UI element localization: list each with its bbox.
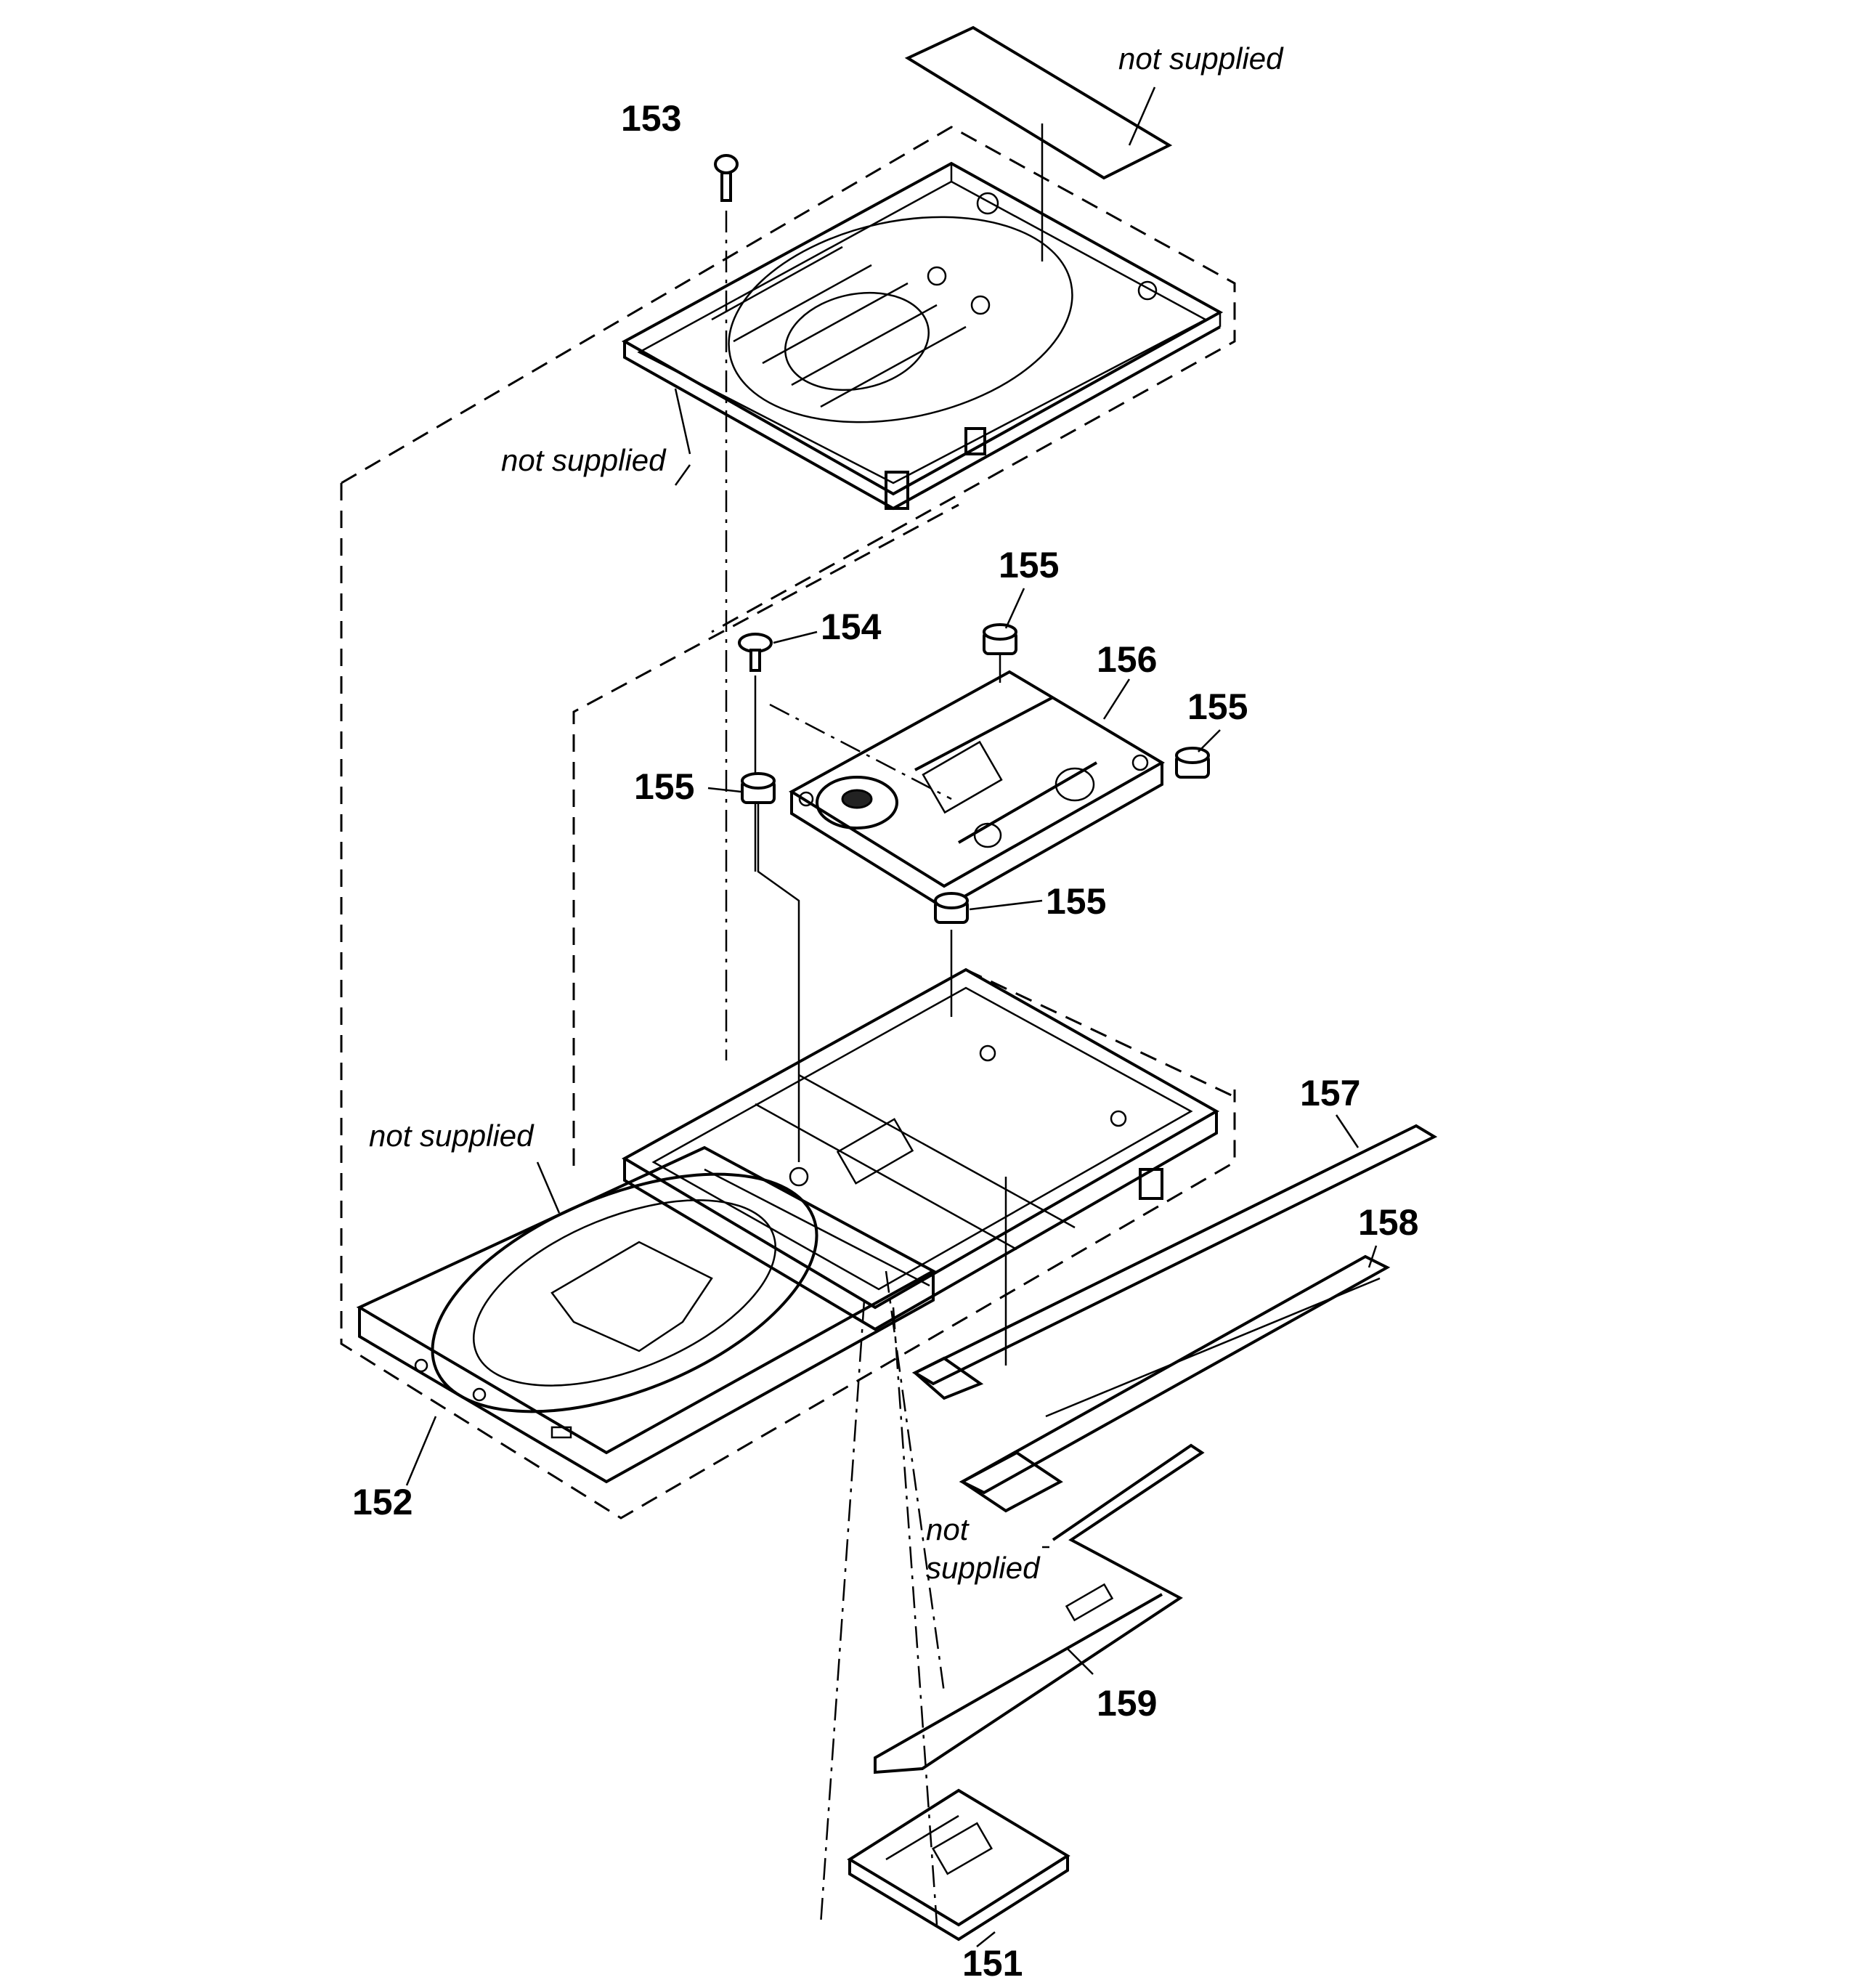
optical-mechanism-156 (789, 670, 1165, 910)
leader-155-top (1004, 588, 1025, 629)
flat-cable-157 (911, 1124, 1438, 1400)
flat-cable-158 (959, 1254, 1391, 1513)
callout-159: 159 (1097, 1683, 1157, 1724)
leader-159 (1067, 1648, 1094, 1675)
mechanism-outline-right (965, 968, 1235, 1098)
mechanism-outline (572, 503, 959, 1166)
not-supplied-top-cover: not supplied (501, 443, 667, 477)
damper-155-right (1175, 747, 1210, 779)
callout-155-right: 155 (1187, 686, 1248, 727)
not-supplied-cable-line1: not (926, 1512, 970, 1546)
callout-157: 157 (1300, 1073, 1360, 1113)
leader-155-bottom (969, 899, 1043, 911)
callout-152: 152 (352, 1482, 413, 1522)
callout-153: 153 (621, 98, 681, 139)
leader-cover-label (674, 464, 691, 486)
assembly-outline-left (340, 483, 1236, 1520)
screw-154 (738, 633, 952, 872)
screw-153 (714, 154, 739, 1060)
callout-156: 156 (1097, 639, 1157, 680)
leader-tray-label (536, 1161, 561, 1214)
leader-158 (1368, 1245, 1378, 1268)
callout-158: 158 (1358, 1202, 1418, 1243)
label-plate (904, 25, 1173, 261)
leader-157 (1335, 1114, 1360, 1148)
callout-155-left: 155 (634, 766, 694, 807)
leader-151 (976, 1931, 996, 1947)
not-supplied-label-plate: not supplied (1118, 41, 1284, 76)
damper-155-bottom (934, 892, 969, 1017)
leader-151-c (885, 1270, 946, 1693)
leader-151-a (819, 1299, 866, 1926)
top-cover (621, 161, 1224, 511)
not-supplied-disc-tray: not supplied (369, 1119, 535, 1153)
disc-tray (356, 1145, 937, 1484)
damper-155-left (741, 772, 800, 1162)
callout-155-bottom: 155 (1046, 881, 1106, 922)
leader-154 (773, 630, 818, 644)
leader-152 (405, 1416, 437, 1486)
callout-155-top: 155 (999, 545, 1059, 585)
assembly-outline (341, 126, 1236, 633)
not-supplied-cable-line2: supplied (926, 1551, 1041, 1585)
damper-155-top (983, 623, 1017, 683)
callout-151: 151 (962, 1943, 1023, 1984)
flat-cable-159 (874, 1443, 1205, 1774)
callout-154: 154 (821, 606, 882, 647)
leader-151-b (892, 1307, 938, 1926)
chassis-frame (621, 967, 1220, 1331)
leader-155-left (707, 787, 741, 793)
leader-155-right (1198, 729, 1221, 752)
leader-156 (1102, 678, 1131, 720)
pcb-151 (847, 1788, 1070, 1942)
